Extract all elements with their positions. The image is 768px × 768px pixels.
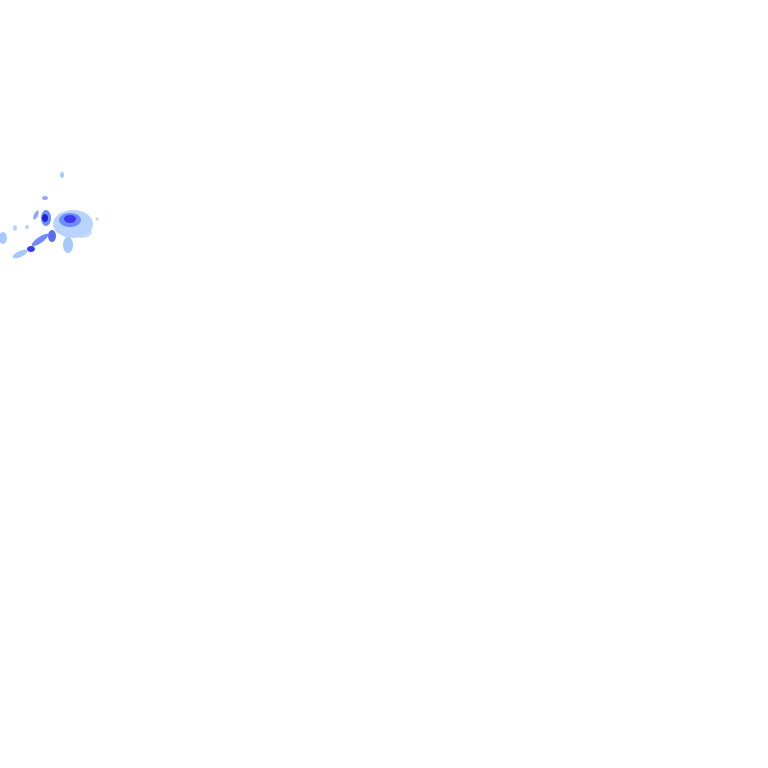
precipitation-cluster <box>0 172 99 259</box>
echo-moderate <box>48 230 56 242</box>
echo-heavy <box>64 215 76 223</box>
echo-light <box>12 249 28 259</box>
echo-light <box>25 225 29 229</box>
echo-light <box>13 225 17 231</box>
echo-light <box>33 210 39 220</box>
echo-heavy <box>27 246 35 252</box>
echo-light <box>60 172 64 178</box>
echo-light <box>42 196 48 200</box>
echo-light <box>63 237 73 253</box>
echo-light <box>95 217 99 221</box>
echo-heavy <box>42 214 48 222</box>
echo-moderate <box>31 233 49 247</box>
echo-light <box>72 226 92 238</box>
echo-light <box>0 232 7 244</box>
